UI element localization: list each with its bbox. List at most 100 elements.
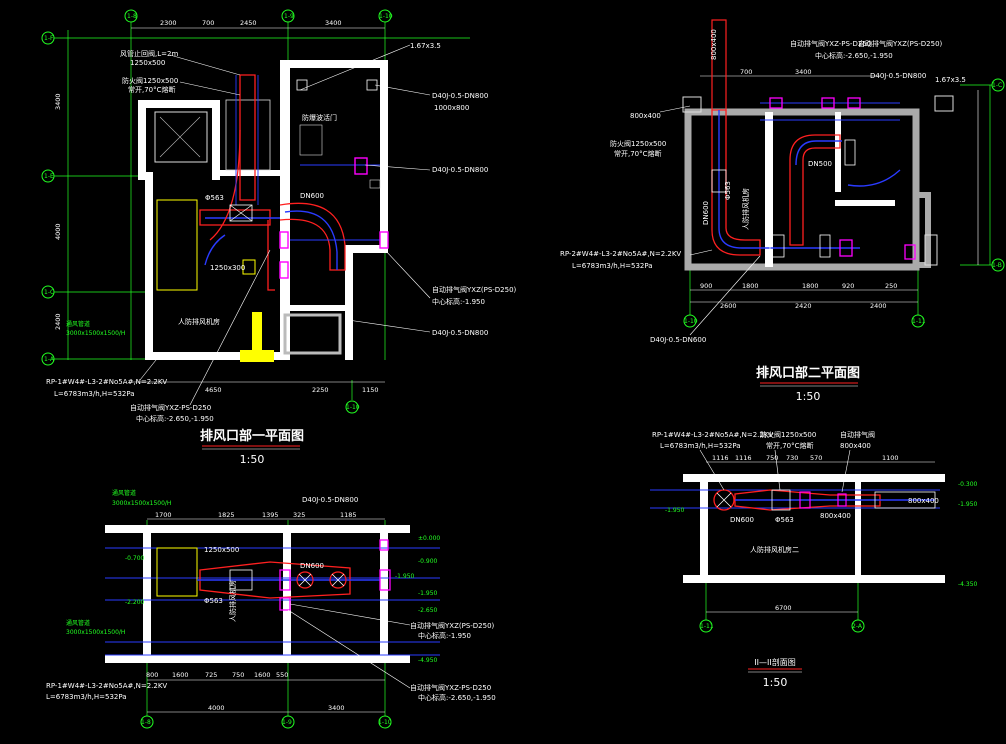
note-valve: 自动排气阀YXZ(PS-D250): [858, 39, 943, 48]
elev-right: -0.300: [958, 481, 978, 488]
dim-text: 1395: [262, 511, 279, 519]
dim-text: 570: [810, 454, 822, 462]
axis-label: 1-8: [127, 13, 137, 20]
note-dn: DN600: [730, 516, 754, 524]
note-valve-elev: 中心标高:-2.650,-1.950: [815, 51, 893, 60]
note-d40j: D40J-0.5-DN800: [870, 72, 926, 80]
note-diameter: Φ563: [775, 516, 794, 524]
note-duct: 800x400: [840, 442, 871, 450]
section-1: 1-8 1-9 1-10: [46, 489, 496, 729]
plan2-title: 排风口部二平面图: [756, 365, 860, 381]
dim-text: 4000: [54, 223, 62, 240]
dim-text: 1185: [340, 511, 357, 519]
note-d40j: D40J-0.5-DN800: [432, 166, 488, 174]
section2-title: II—II剖面图: [754, 657, 795, 667]
axis-label: 2-A: [852, 623, 863, 630]
elev-right: -4.350: [958, 581, 978, 588]
axis-label: 1-F: [44, 35, 54, 42]
note-fire-temp: 常开,70°C熔断: [614, 149, 662, 158]
elev-mid: -1.950: [395, 573, 415, 580]
plan-2: 1-10 1-11 1-C 1-B 900 1800 1800 920 250 …: [560, 19, 1005, 403]
note-valve-elev: 中心标高:-1.950: [418, 631, 471, 640]
section1-ducts: [156, 539, 391, 611]
note-valve: 自动排气阀YXZ(PS-D250): [410, 621, 495, 630]
dim-text: 2400: [870, 302, 887, 310]
note-room: 人防排风机房: [228, 580, 237, 622]
note-vent-size: 1.67x3.5: [935, 76, 966, 84]
dim-text: 1600: [172, 671, 189, 679]
dim-text: 920: [842, 282, 854, 290]
elev-left: -1.950: [665, 507, 685, 514]
elev-left: -2.200: [125, 599, 145, 606]
axis-label: 1-10: [379, 13, 393, 20]
note-valve-elev: 中心标高:-2.650,-1.950: [418, 693, 496, 702]
note-fan: RP-1#W4#-L3-2#No5A#,N=2.2KV: [652, 431, 773, 439]
note-elev: 中心标高:-1.950: [432, 297, 485, 306]
dim-text: 700: [202, 19, 214, 27]
dim-text: 3400: [54, 93, 62, 110]
note-duct-size: 1250x500: [130, 59, 165, 67]
dim-text: 800: [146, 671, 158, 679]
note-diameter: Φ563: [724, 181, 732, 200]
plan2-scale: 1:50: [796, 390, 821, 403]
note-room: 人防排风机房二: [750, 545, 799, 554]
note-green: 通风管道: [66, 320, 90, 328]
note-fire-temp: 常开,70°C熔断: [766, 441, 814, 450]
dim-text: 1150: [362, 386, 379, 394]
note-green-sub: 3000x1500x1500/H: [66, 629, 125, 636]
dim-text: 2450: [240, 19, 257, 27]
note-vent-size: 1.67x3.5: [410, 42, 441, 50]
dim-text: 550: [276, 671, 288, 679]
plan2-walls: [682, 95, 954, 271]
note-valve: 自动排气阀: [840, 430, 875, 439]
note-diameter: Φ563: [205, 194, 224, 202]
note-room: 人防排风机房: [741, 188, 750, 230]
note-room: 防爆波活门: [302, 113, 337, 122]
note-dn: DN600: [300, 192, 324, 200]
dim-text: 2400: [54, 313, 62, 330]
note-vent: 风管止回阀,L=2m: [120, 49, 178, 58]
section-2: 1-11 2-A RP-1#W4#-L3-2#No5A#,N=2.2KV L=6…: [650, 430, 978, 689]
axis-label: 1-B: [992, 262, 1002, 269]
axis-label: 1-9: [284, 13, 294, 20]
axis-label: 1-E: [44, 173, 54, 180]
axis-label: 1-A: [44, 356, 55, 363]
note-dn: DN600: [702, 201, 710, 225]
note-green: 通风管道: [112, 489, 136, 497]
note-green: 通风管道: [66, 619, 90, 627]
dim-text: 1600: [254, 671, 271, 679]
dim-text: 3400: [325, 19, 342, 27]
plan1-grid-axes: 1-8 1-9 1-10 1-10 1-F 1-E 1-C 1-A: [41, 9, 470, 414]
plan1-walls: [138, 60, 388, 360]
elev-right: -4.950: [418, 657, 438, 664]
note-valve: 自动排气阀YXZ(PS-D250): [432, 285, 517, 294]
plan2-ducts: 800x400: [710, 19, 916, 260]
plan1-title: 排风口部一平面图: [200, 428, 304, 444]
note-fire-valve: 防火阀1250x500: [122, 76, 178, 85]
dim-text: 750: [766, 454, 778, 462]
dim-text: 6700: [775, 604, 792, 612]
dim-text: 725: [205, 671, 217, 679]
axis-label: 1-C: [44, 289, 54, 296]
dim-text: 1116: [735, 454, 752, 462]
note-dims: 1000x800: [434, 104, 469, 112]
plan1-dimensions: 2300 700 2450 3400 4650 2250 1150 3400 4…: [54, 19, 385, 394]
note-fan-flow: L=6783m3/h,H=532Pa: [46, 693, 127, 701]
note-fire-temp: 常开,70°C熔断: [128, 85, 176, 94]
dim-text: 2600: [720, 302, 737, 310]
dim-text: 700: [740, 68, 752, 76]
note-d40j: D40J-0.5-DN800: [432, 92, 488, 100]
note-duct: 800x400: [908, 497, 939, 505]
note-green-sub: 3000x1500x1500/H: [66, 330, 125, 337]
note-fan-flow: L=6783m3/h,H=532Pa: [54, 390, 135, 398]
note-dn: DN500: [808, 160, 832, 168]
plan1-scale: 1:50: [240, 453, 265, 466]
plan2-grid-axes: 1-10 1-11 1-C 1-B: [683, 78, 1005, 328]
dim-text: 2250: [312, 386, 329, 394]
note-room: 人防排风机房: [178, 317, 220, 326]
axis-label: 1-9: [282, 719, 292, 726]
dim-text: 2300: [160, 19, 177, 27]
note-duct: 800x400: [820, 512, 851, 520]
dim-text: 250: [885, 282, 897, 290]
axis-label: 1-C: [992, 82, 1002, 89]
